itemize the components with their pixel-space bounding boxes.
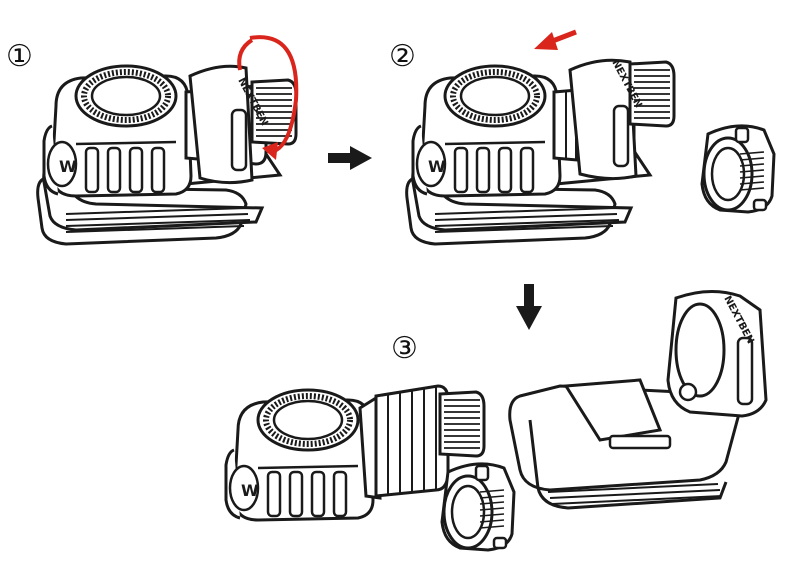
- down-arrow-icon: [516, 284, 542, 330]
- step-2-loose-nut: [702, 126, 774, 212]
- step-2-lamp-head: [413, 66, 560, 196]
- step-3-knurled-collar: [376, 386, 448, 496]
- step-1-assembled-lamp: NEXTBEN W: [38, 37, 297, 244]
- step-3-clip-mount: NEXTBEN: [510, 291, 766, 508]
- step-2-disassembly: NEXTBEN W: [407, 32, 774, 244]
- step-3-separated-parts: W NEXTBEN: [226, 291, 766, 550]
- right-arrow-icon: [328, 146, 372, 170]
- step-1-lamp-head: [44, 66, 191, 196]
- step-3-threads: [440, 392, 484, 456]
- step-3-logo-letter: W: [241, 481, 259, 500]
- step-2-logo-letter: W: [428, 157, 446, 176]
- step-3-loose-nut: [442, 464, 514, 550]
- step-3-lamp-head: [226, 390, 373, 520]
- step-1-logo-letter: W: [59, 157, 77, 176]
- slide-arrow-icon: [534, 32, 576, 50]
